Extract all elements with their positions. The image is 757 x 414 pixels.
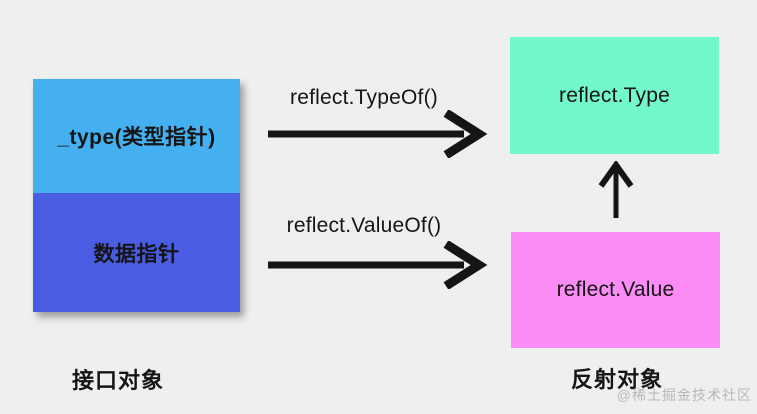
reflect-type-box: reflect.Type bbox=[510, 37, 719, 154]
reflect-type-label: reflect.Type bbox=[559, 83, 670, 107]
typeof-arrow-icon bbox=[268, 110, 488, 158]
reflect-value-box: reflect.Value bbox=[511, 232, 720, 348]
data-pointer-label: 数据指针 bbox=[93, 242, 180, 266]
interface-object-box: _type(类型指针) 数据指针 bbox=[33, 79, 240, 312]
type-pointer-cell: _type(类型指针) bbox=[33, 79, 240, 193]
watermark: @稀土掘金技术社区 bbox=[616, 387, 752, 403]
typeof-arrow-label: reflect.TypeOf() bbox=[290, 86, 438, 109]
interface-object-caption: 接口对象 bbox=[71, 368, 164, 393]
reflection-object-caption: 反射对象 bbox=[570, 367, 663, 392]
valueof-arrow-icon bbox=[268, 241, 488, 289]
valueof-arrow-label: reflect.ValueOf() bbox=[286, 214, 442, 237]
type-pointer-label: _type(类型指针) bbox=[57, 126, 216, 149]
value-to-type-arrow-icon bbox=[598, 161, 634, 218]
data-pointer-cell: 数据指针 bbox=[33, 193, 240, 312]
reflect-value-label: reflect.Value bbox=[556, 278, 675, 301]
